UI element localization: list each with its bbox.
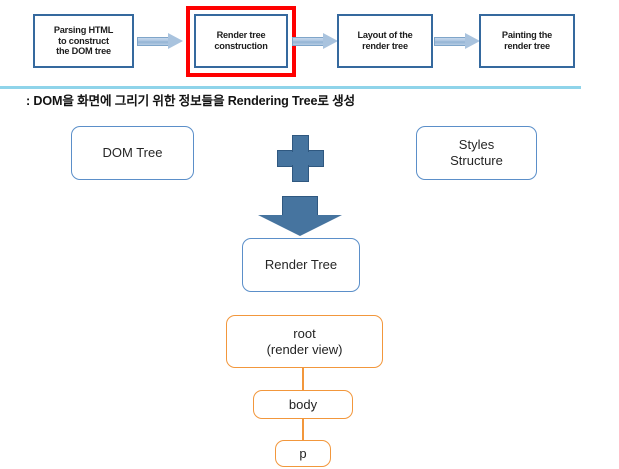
section-divider <box>0 86 581 89</box>
stage-line: the DOM tree <box>56 46 111 57</box>
arrow-shaft <box>434 37 467 46</box>
render-tree-label: Render Tree <box>264 256 338 272</box>
arrow-head <box>323 33 338 49</box>
render-node-label: body <box>288 396 318 412</box>
plus-vertical-fill <box>294 137 307 180</box>
render-node-label: (render view) <box>266 341 343 357</box>
arrow-right-icon <box>137 33 187 50</box>
stage-line: Painting the <box>501 30 553 41</box>
pipeline-stage-render-tree-construction[interactable]: Render tree construction <box>194 14 288 68</box>
render-tree-box[interactable]: Render Tree <box>242 238 360 292</box>
arrow-head <box>168 33 183 49</box>
stage-line: render tree <box>362 41 408 51</box>
stage-line: render tree <box>504 41 550 51</box>
stage-line: to construct <box>58 35 109 46</box>
arrow-down-stem <box>282 196 318 216</box>
styles-structure-label: Styles <box>458 136 495 152</box>
arrow-shaft <box>292 37 325 46</box>
highlight-rectangle <box>186 6 296 77</box>
connector-root-body <box>302 368 304 390</box>
pipeline-stage-layout-render-tree[interactable]: Layout of the render tree <box>337 14 433 68</box>
stage-line: Parsing HTML <box>53 24 114 35</box>
dom-tree-label: DOM Tree <box>102 144 163 160</box>
arrow-down-icon <box>258 196 342 236</box>
section-caption: : DOM을 화면에 그리기 위한 정보들을 Rendering Tree로 생… <box>26 94 355 108</box>
render-node-label: root <box>293 325 316 341</box>
pipeline-stage-parsing-html[interactable]: Parsing HTML to construct the DOM tree <box>33 14 134 68</box>
render-node-p[interactable]: p <box>275 440 331 467</box>
arrow-right-icon <box>292 33 340 50</box>
styles-structure-label: Structure <box>450 153 503 168</box>
render-node-label: p <box>299 445 307 461</box>
arrow-head <box>465 33 480 49</box>
stage-line: Layout of the <box>357 30 413 41</box>
rendering-pipeline: Parsing HTML to construct the DOM tree R… <box>0 0 619 84</box>
arrow-shaft <box>137 37 170 46</box>
render-node-root[interactable]: root (render view) <box>226 315 383 368</box>
styles-structure-box[interactable]: Styles Structure <box>416 126 537 180</box>
dom-tree-box[interactable]: DOM Tree <box>71 126 194 180</box>
stage-line: construction <box>214 41 268 51</box>
arrow-down-head <box>258 215 342 236</box>
arrow-right-icon <box>434 33 482 50</box>
stage-line: Render tree <box>216 30 266 41</box>
plus-icon <box>277 135 324 182</box>
connector-body-p <box>302 419 304 440</box>
render-node-body[interactable]: body <box>253 390 353 419</box>
pipeline-stage-painting-render-tree[interactable]: Painting the render tree <box>479 14 575 68</box>
